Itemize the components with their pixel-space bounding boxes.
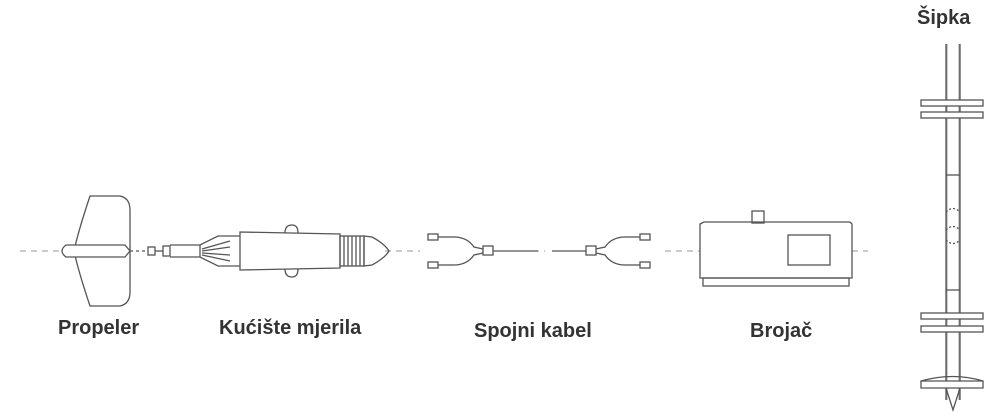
connecting-cable-drawing <box>427 233 651 269</box>
propeller-label: Propeler <box>58 317 140 339</box>
counter-drawing <box>699 210 853 287</box>
connecting-cable-label: Spojni kabel <box>474 320 592 342</box>
meter-housing-drawing <box>162 224 390 278</box>
meter-housing-label: Kućište mjerila <box>219 317 362 339</box>
counter-label: Brojač <box>750 320 813 342</box>
rod-drawing <box>920 44 984 413</box>
propeller-drawing <box>61 195 163 307</box>
rod-label: Šipka <box>917 7 971 29</box>
